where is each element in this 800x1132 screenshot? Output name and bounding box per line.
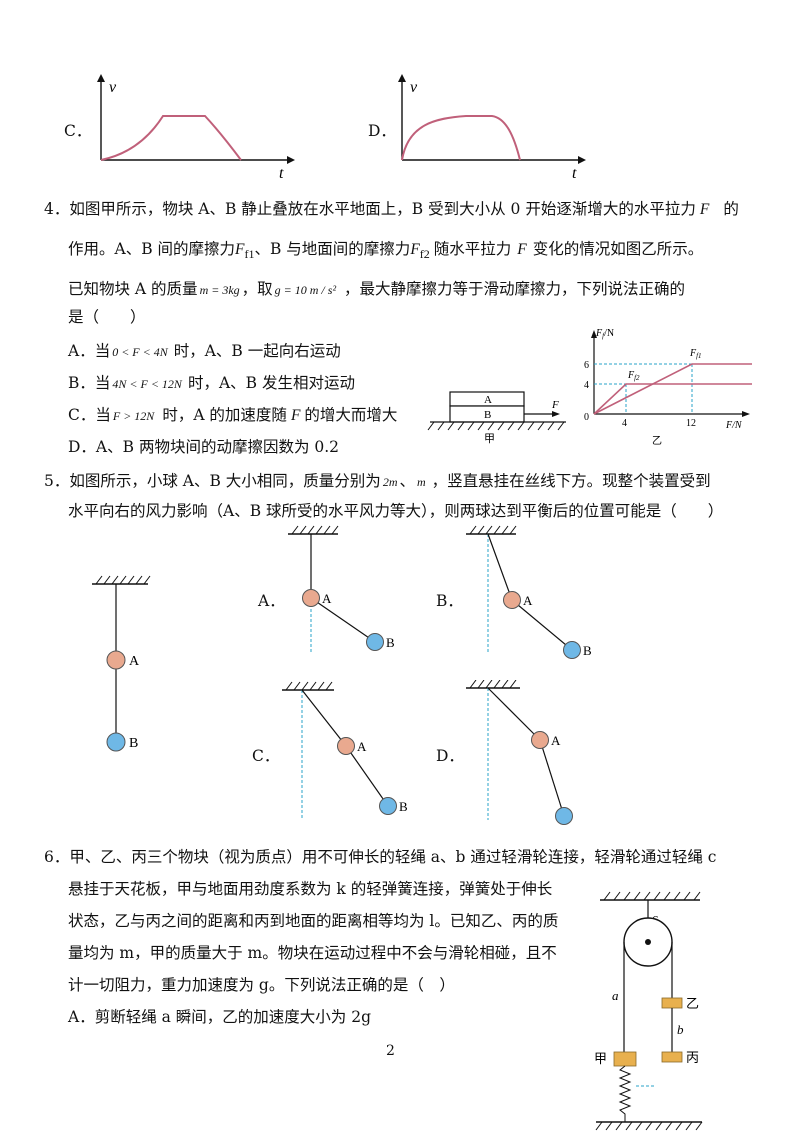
q5-figure-b: A B (466, 525, 592, 659)
graph-ylabel: Ff/N (595, 328, 614, 340)
ball-a-label: A (523, 593, 533, 608)
q3-d-axis-t: t (572, 165, 577, 182)
ball-a-label: A (357, 739, 367, 754)
q6-line-1: 6．甲、乙、丙三个物块（视为质点）用不可伸长的轻绳 a、b 通过轻滑轮连接，轻滑… (44, 848, 717, 866)
q6-option-a: A．剪断轻绳 a 瞬间，乙的加速度大小为 2g (68, 1008, 372, 1026)
graph-tick-y-6: 6 (584, 360, 589, 371)
rope-a-label: a (612, 988, 619, 1003)
ball-b-label: B (129, 736, 138, 751)
block-b-label: B (484, 409, 491, 421)
q5-figure-c: A B (282, 681, 408, 820)
page-number: 2 (386, 1043, 395, 1059)
q5-option-a-label: A． (258, 592, 285, 610)
q3-graph-c: v t (97, 74, 295, 182)
q5-figure-d: A (466, 680, 573, 825)
q4-line-4: 是（ ） (68, 308, 146, 326)
q3-c-axis-v: v (109, 79, 117, 96)
q6-line-5: 计一切阻力，重力加速度为 g。下列说法正确的是（ ） (68, 976, 455, 994)
q4-line-1: 4．如图甲所示，物块 A、B 静止叠放在水平地面上，B 受到大小从 0 开始逐渐… (44, 200, 739, 218)
q3-c-axis-t: t (279, 165, 284, 182)
fig-yi-label: 乙 (652, 435, 662, 447)
graph-origin: 0 (584, 412, 589, 423)
block-bing-label: 丙 (686, 1050, 699, 1065)
fig-jia-label: 甲 (484, 433, 495, 445)
q5-option-c-label: C． (252, 747, 280, 765)
graph-tick-x-4: 4 (622, 418, 627, 429)
ball-a-label: A (551, 733, 561, 748)
q6-line-3: 状态，乙与丙之间的距离和丙到地面的距离相等均为 l。已知乙、丙的质 (68, 912, 559, 930)
q5-line-2: 水平向右的风力影响（A、B 球所受的水平风力等大），则两球达到平衡后的位置可能是… (68, 502, 724, 520)
q4-option-d: D．A、B 两物块间的动摩擦因数为 0.2 (68, 438, 340, 456)
q4-figure-yi: Ff/N 6 4 0 4 12 F/N Ff1 Ff2 乙 (584, 328, 752, 447)
q6-line-4: 量均为 m，甲的质量大于 m。物块在运动过程中不会与滑轮相碰，且不 (68, 944, 557, 962)
ball-a-label: A (322, 591, 332, 606)
q6-pulley-figure: c a 乙 b 丙 甲 (594, 891, 703, 1131)
q5-figure-a: A B (288, 525, 395, 654)
graph-xlabel: F/N (725, 420, 743, 431)
q4-figure-jia: A B F 甲 (427, 391, 566, 445)
q3-d-axis-v: v (410, 79, 418, 96)
block-a-label: A (484, 394, 492, 406)
graph-tick-y-4: 4 (584, 380, 589, 391)
rope-b-label: b (677, 1022, 684, 1037)
q3-graph-d: v t (398, 74, 586, 182)
rope-c-label: c (652, 910, 658, 925)
force-f-label: F (551, 399, 559, 411)
q5-option-d-label: D． (436, 747, 464, 765)
ball-b-label: B (386, 635, 395, 650)
q5-option-b-label: B． (436, 592, 463, 610)
option-c-label: C． (64, 122, 92, 140)
ball-a-label: A (129, 654, 140, 669)
graph-label-ff2: Ff2 (627, 370, 640, 382)
graph-label-ff1: Ff1 (689, 348, 702, 360)
option-d-label: D． (368, 122, 396, 140)
block-yi-label: 乙 (686, 996, 699, 1011)
ball-b-label: B (583, 643, 592, 658)
block-jia-label: 甲 (594, 1051, 607, 1066)
graph-tick-x-12: 12 (686, 418, 696, 429)
ball-b-label: B (399, 799, 408, 814)
q5-figure-original: A B (92, 575, 151, 752)
q6-line-2: 悬挂于天花板，甲与地面用劲度系数为 k 的轻弹簧连接，弹簧处于伸长 (68, 880, 553, 898)
